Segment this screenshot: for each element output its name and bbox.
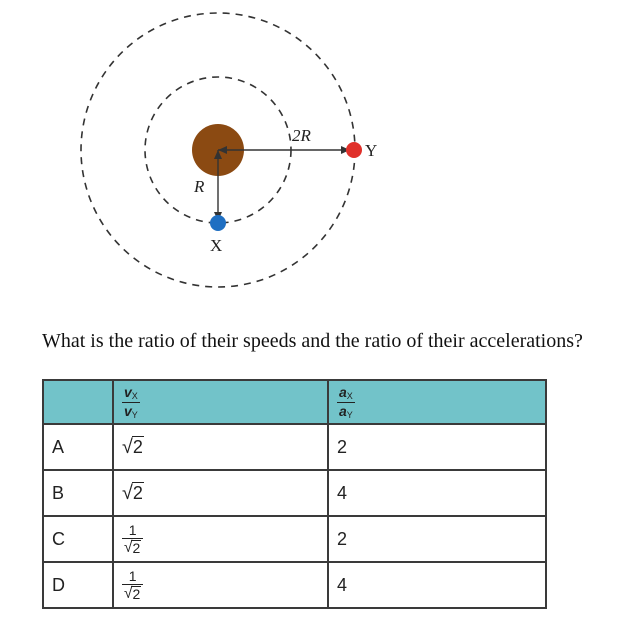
accel-ratio-d: 4: [327, 561, 547, 609]
inner-radius-arrowtail: [214, 150, 222, 159]
header-speed-ratio: vX vY: [112, 379, 329, 425]
speed-ratio-c: 1 √2: [112, 515, 329, 563]
table-row-b: B √2 4: [42, 469, 547, 517]
speed-ratio-d: 1 √2: [112, 561, 329, 609]
option-letter-a: A: [42, 423, 114, 471]
table-row-c: C 1 √2 2: [42, 515, 547, 563]
table-header-row: vX vY aX aY: [42, 379, 547, 425]
accel-ratio-c: 2: [327, 515, 547, 563]
satellite-y: [346, 142, 362, 158]
outer-radius-arrowtail: [218, 146, 227, 154]
speed-ratio-a: √2: [112, 423, 329, 471]
option-letter-b: B: [42, 469, 114, 517]
table-row-d: D 1 √2 4: [42, 561, 547, 609]
option-letter-c: C: [42, 515, 114, 563]
orbit-diagram: 2R R Y X: [80, 12, 377, 288]
option-letter-d: D: [42, 561, 114, 609]
question-text: What is the ratio of their speeds and th…: [42, 330, 583, 352]
inner-radius-label: R: [193, 177, 205, 196]
outer-radius-arrowhead: [341, 146, 350, 154]
satellite-x-label: X: [210, 236, 222, 255]
answer-table: vX vY aX aY A √2 2 B √2 4: [42, 379, 547, 609]
header-accel-ratio: aX aY: [327, 379, 547, 425]
table-row-a: A √2 2: [42, 423, 547, 471]
satellite-y-label: Y: [365, 141, 377, 160]
accel-ratio-b: 4: [327, 469, 547, 517]
accel-ratio-fraction: aX aY: [337, 383, 355, 420]
speed-ratio-fraction: vX vY: [122, 383, 140, 420]
speed-ratio-b: √2: [112, 469, 329, 517]
outer-radius-label: 2R: [292, 126, 312, 145]
satellite-x: [210, 215, 226, 231]
accel-ratio-a: 2: [327, 423, 547, 471]
header-blank-cell: [42, 379, 114, 425]
